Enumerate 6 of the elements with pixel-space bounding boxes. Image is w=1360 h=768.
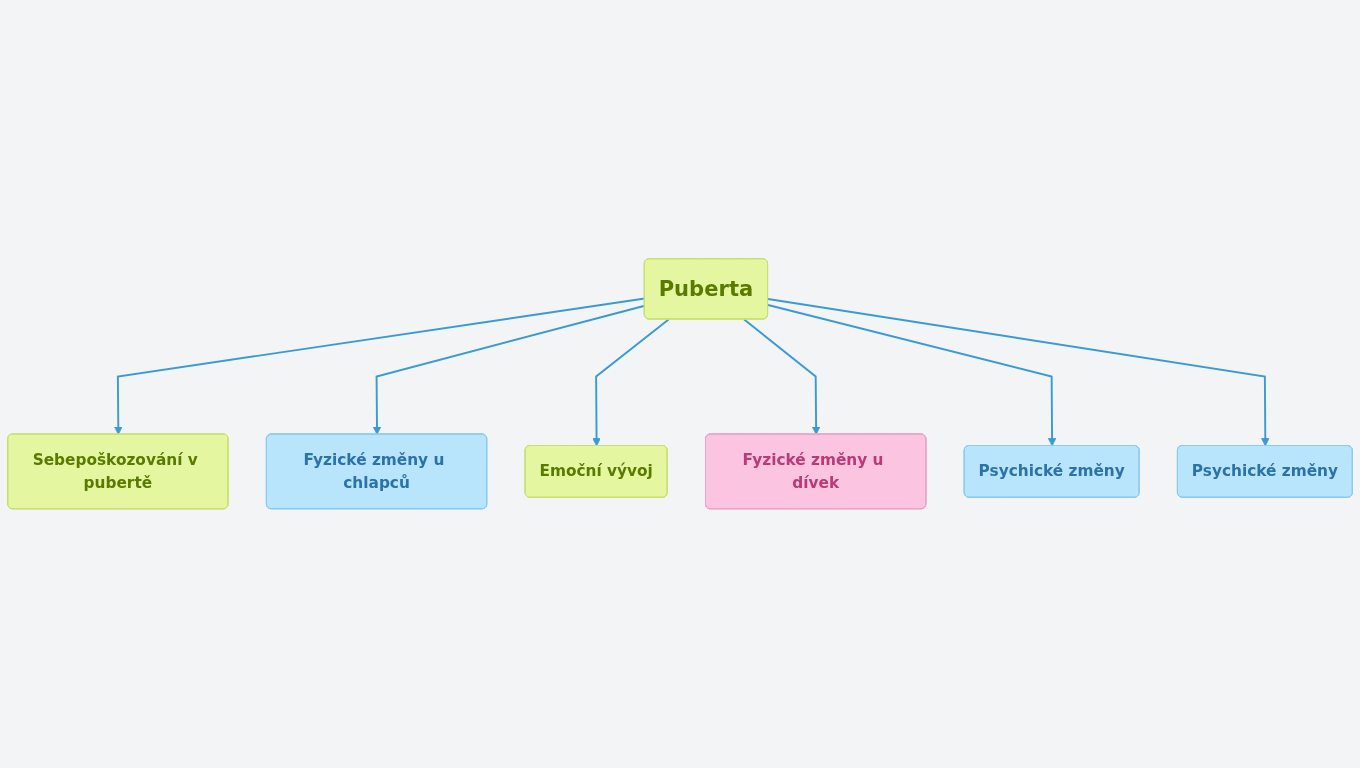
arrow: [767, 304, 1057, 447]
arrow: [372, 305, 646, 436]
arrow: [592, 318, 670, 447]
arrow: [743, 318, 821, 436]
arrow: [114, 297, 646, 436]
arrow: [767, 298, 1270, 447]
